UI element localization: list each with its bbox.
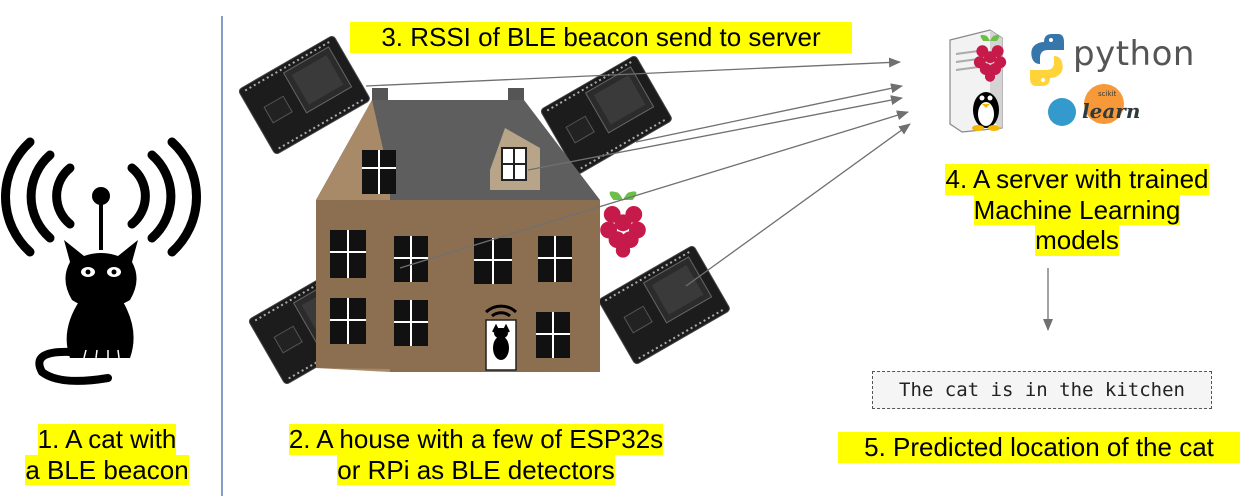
- step4-label: 4. A server with trained Machine Learnin…: [926, 164, 1228, 257]
- step3-label: 3. RSSI of BLE beacon send to server: [350, 22, 852, 53]
- step2-line-2: or RPi as BLE detectors: [337, 454, 615, 486]
- predicted-output-box: The cat is in the kitchen: [872, 371, 1212, 409]
- python-logo-icon: [1030, 34, 1064, 86]
- sklearn-logo-small-text: scikit: [1098, 90, 1117, 98]
- step1-line-2: a BLE beacon: [25, 454, 189, 486]
- step5-label: 5. Predicted location of the cat: [838, 432, 1240, 463]
- step4-line-2: Machine Learning: [973, 194, 1181, 226]
- tux-icon: [972, 92, 1000, 131]
- python-logo-text: python: [1073, 34, 1195, 74]
- step4-line-1: 4. A server with trained: [945, 164, 1209, 195]
- step2-label: 2. A house with a few of ESP32s or RPi a…: [254, 424, 698, 486]
- cat-beacon-icon: [1, 137, 201, 385]
- step2-line-1: 2. A house with a few of ESP32s: [288, 424, 664, 455]
- rssi-arrows: [365, 57, 911, 287]
- esp32-board-icon: [597, 244, 732, 366]
- sklearn-logo-text: learn: [1082, 99, 1141, 123]
- step3-text: 3. RSSI of BLE beacon send to server: [381, 22, 821, 52]
- step4-line-3: models: [1035, 225, 1119, 257]
- esp32-board-icon: [237, 34, 372, 156]
- raspberry-pi-icon: [600, 191, 646, 258]
- step1-label: 1. A cat with a BLE beacon: [12, 424, 202, 486]
- sklearn-logo-icon: [1048, 84, 1124, 126]
- predicted-output-text: The cat is in the kitchen: [899, 379, 1185, 401]
- house-icon: [316, 88, 600, 372]
- step1-line-1: 1. A cat with: [37, 424, 177, 455]
- step5-text: 5. Predicted location of the cat: [864, 432, 1214, 462]
